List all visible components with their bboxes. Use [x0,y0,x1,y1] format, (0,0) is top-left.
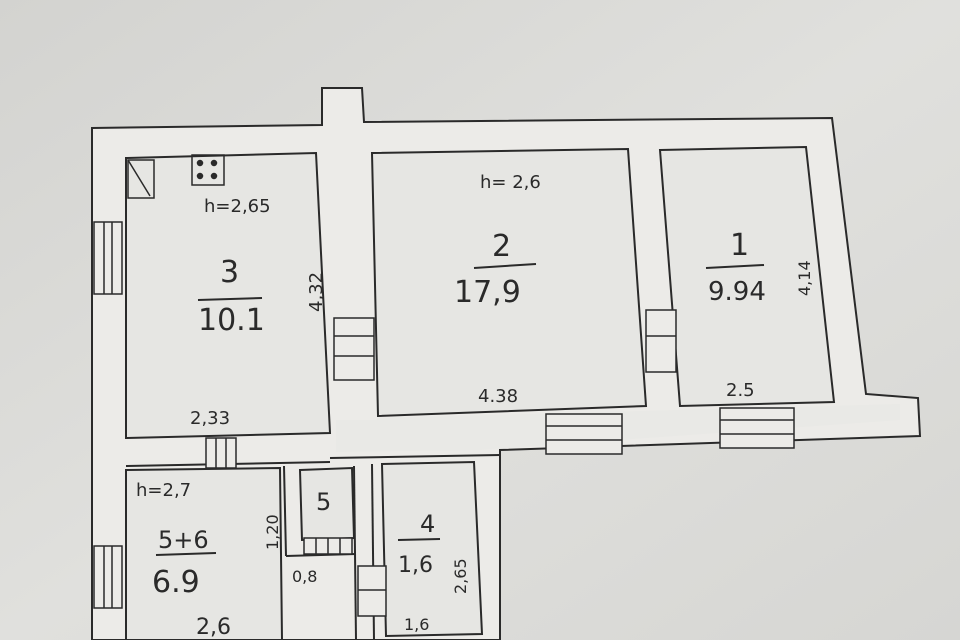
dim-kitchen-length: 4,32 [306,272,327,312]
room-4-number: 4 [420,510,435,538]
dim-room1-width: 2.5 [726,380,755,401]
room-3-area: 10.1 [198,303,265,338]
room-5-6-area: 6.9 [152,565,200,600]
dim-room2-width: 4.38 [478,386,518,407]
height-kitchen: h=2,65 [204,196,271,217]
window-bath [93,545,123,609]
door-between-rooms [645,309,677,373]
dim-closet-width: 0,8 [292,567,317,586]
windows [93,221,123,609]
door-kitchen [205,437,237,469]
room-1-number: 1 [730,228,749,263]
window-kitchen [93,221,123,295]
dim-closet-length: 1,20 [263,514,282,550]
stove-icon [191,154,225,186]
room-2-number: 2 [492,229,511,264]
room-4 [380,460,484,638]
room-2-area: 17,9 [454,275,521,310]
dim-room4-length: 2,65 [451,558,470,594]
door-room2 [545,413,623,455]
dim-kitchen-width: 2,33 [190,408,230,429]
door-room1 [719,407,795,449]
height-room2: h= 2,6 [480,172,541,193]
dim-room4-width: 1,6 [404,615,429,634]
room-3-number: 3 [220,255,239,290]
doors [205,309,795,617]
dim-room1-length: 4,14 [795,260,814,296]
room-5-6-number: 5+6 [158,526,209,554]
room-3-kitchen [125,151,332,440]
sink-icon [127,159,155,199]
height-bath: h=2,7 [136,480,191,501]
room-4-area: 1,6 [398,553,433,578]
fraction-bars [155,263,765,556]
door-room4 [357,565,387,617]
kitchen-fixtures [127,154,225,199]
dim-bath-width: 2,6 [196,615,231,640]
room-1-area: 9.94 [708,277,766,307]
door-room2-side [333,317,375,381]
room-5-closet-number: 5 [316,488,331,516]
room-2 [370,147,648,418]
